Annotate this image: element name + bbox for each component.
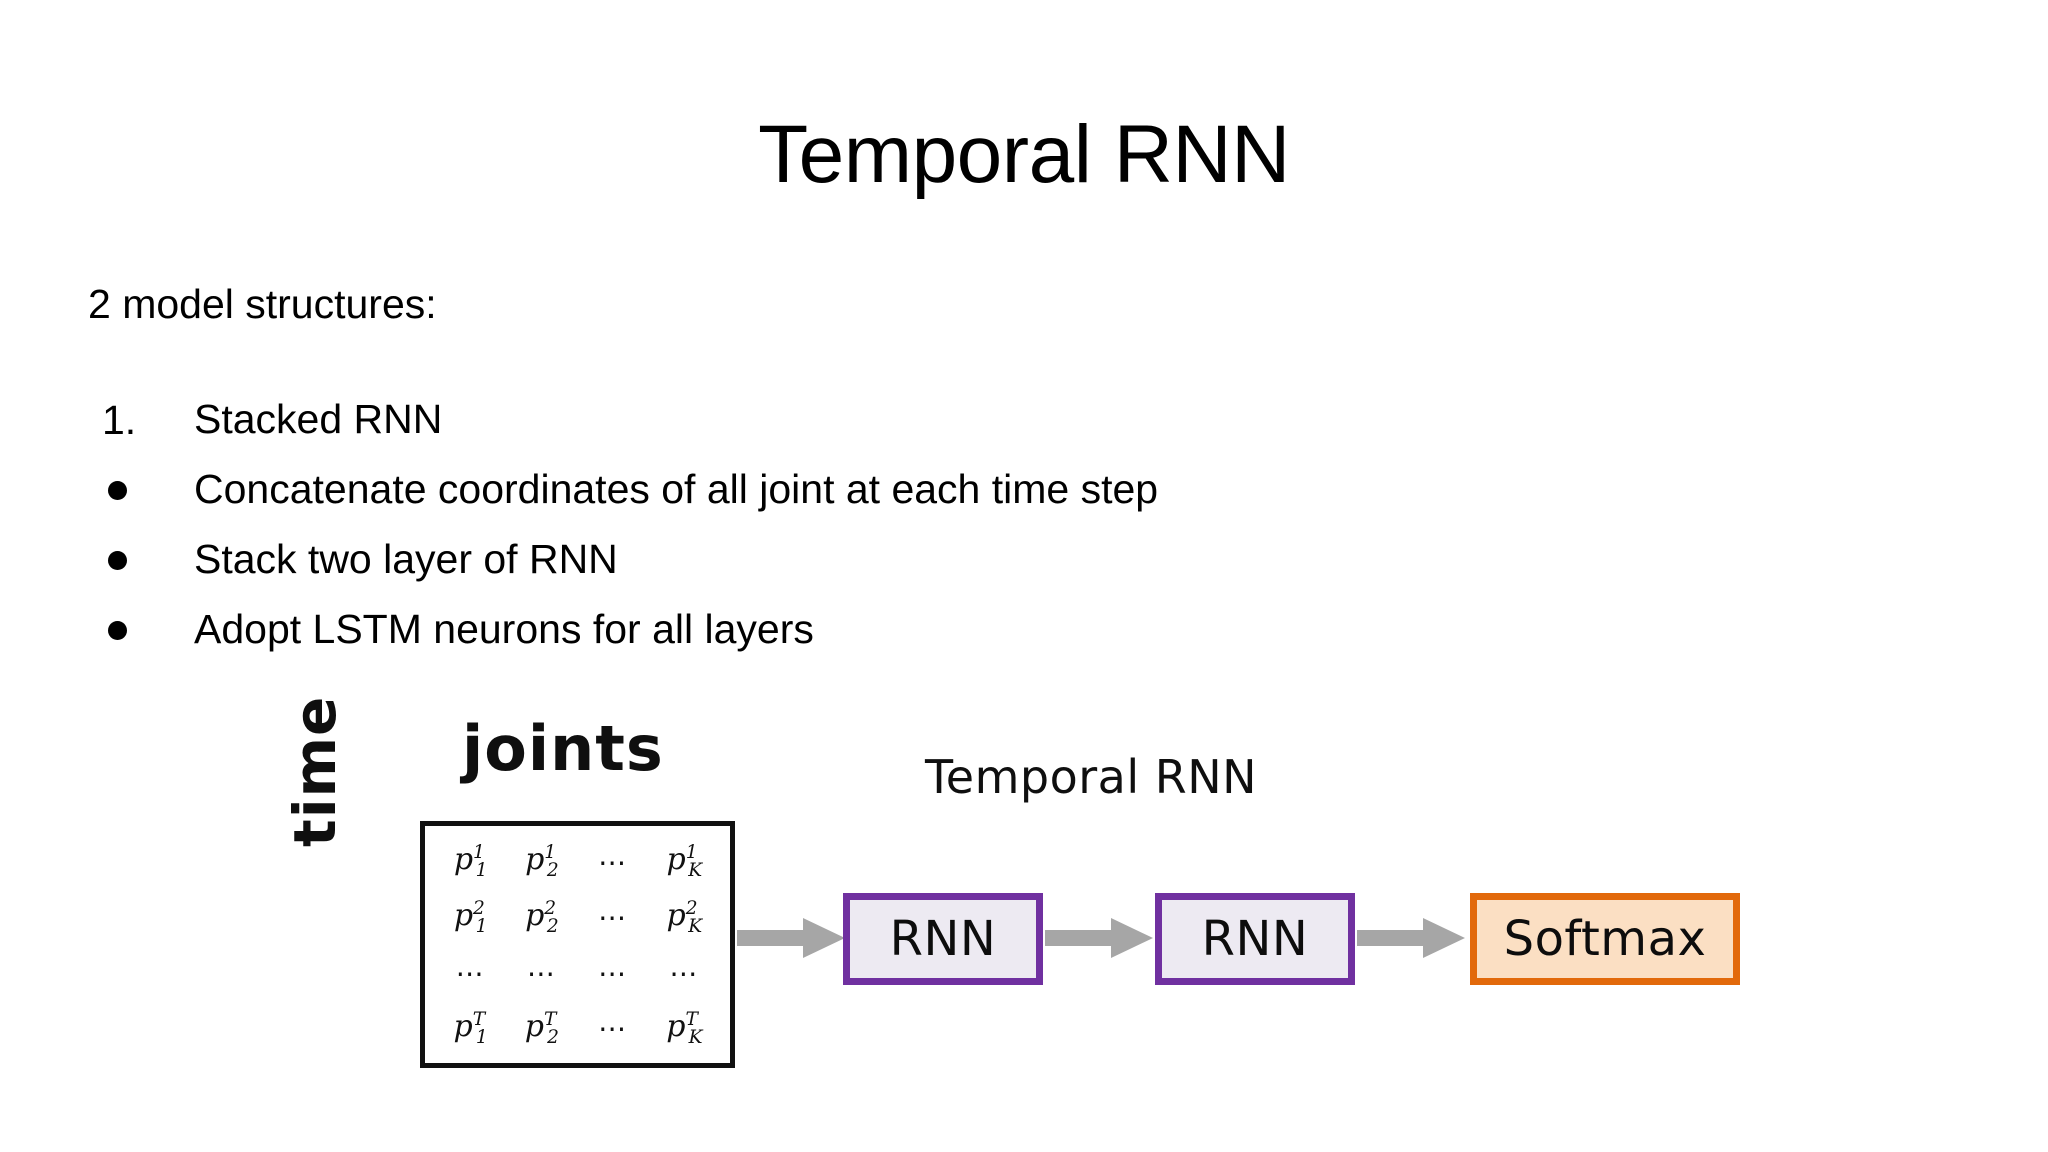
matrix-cell-ellipsis: ⋯ [598, 956, 629, 990]
matrix-cell-ellipsis: ⋯ [526, 956, 557, 990]
diagram-rows-label: time [281, 695, 349, 847]
node-rnn-2-label: RNN [1201, 911, 1309, 967]
matrix-cell: p21 [453, 897, 488, 937]
node-rnn-1-label: RNN [889, 911, 997, 967]
list-item-label: Stack two layer of RNN [194, 536, 618, 582]
page-title: Temporal RNN [758, 109, 1290, 200]
matrix-cell: p11 [453, 842, 488, 882]
bullet-dot-icon [88, 605, 194, 655]
matrix-cell-ellipsis: ⋯ [598, 901, 629, 935]
list-item: Adopt LSTM neurons for all layers [88, 605, 1588, 675]
matrix-grid: p11 p12 ⋯ p1K p21 p22 ⋯ p2K ⋯ ⋯ ⋯ ⋯ pT1 pT2 ⋯ pTK [435, 835, 720, 1057]
matrix-cell: pT1 [453, 1008, 488, 1048]
matrix-cell: p1K [666, 842, 703, 882]
matrix-cell-ellipsis: ⋯ [598, 1012, 629, 1046]
matrix-cell: pTK [666, 1008, 703, 1048]
list-item-label: Adopt LSTM neurons for all layers [194, 606, 814, 652]
diagram-columns-label: joints [462, 712, 664, 785]
diagram-pipeline-label: Temporal RNN [925, 750, 1258, 804]
list-item-label: Concatenate coordinates of all joint at … [194, 466, 1159, 512]
node-softmax[interactable]: Softmax [1470, 893, 1740, 985]
list-item-label: Stacked RNN [194, 396, 443, 442]
intro-text: 2 model structures: [88, 281, 437, 327]
matrix-cell: p2K [666, 897, 703, 937]
list-item-marker: 1. [102, 396, 137, 443]
matrix-cell: p22 [525, 897, 559, 937]
node-rnn-1[interactable]: RNN [843, 893, 1043, 985]
arrow-rnn1-to-rnn2 [1045, 915, 1153, 961]
list-item: Stack two layer of RNN [88, 535, 1588, 605]
arrow-matrix-to-rnn1 [737, 915, 845, 961]
matrix-cell-ellipsis: ⋯ [598, 845, 629, 879]
matrix-cell: pT2 [524, 1008, 559, 1048]
bullet-dot-icon [88, 535, 194, 585]
arrow-rnn2-to-softmax [1357, 915, 1465, 961]
list-item: 1. Stacked RNN [88, 395, 1588, 465]
matrix-cell: p12 [525, 842, 559, 882]
bullet-list: 1. Stacked RNN Concatenate coordinates o… [88, 395, 1588, 675]
node-softmax-label: Softmax [1503, 911, 1707, 967]
input-matrix: p11 p12 ⋯ p1K p21 p22 ⋯ p2K ⋯ ⋯ ⋯ ⋯ pT1 pT2 ⋯ pTK [420, 821, 735, 1068]
matrix-cell-ellipsis: ⋯ [455, 956, 486, 990]
bullet-dot-icon [88, 465, 194, 515]
node-rnn-2[interactable]: RNN [1155, 893, 1355, 985]
matrix-cell-ellipsis: ⋯ [669, 956, 700, 990]
list-item: Concatenate coordinates of all joint at … [88, 465, 1588, 535]
